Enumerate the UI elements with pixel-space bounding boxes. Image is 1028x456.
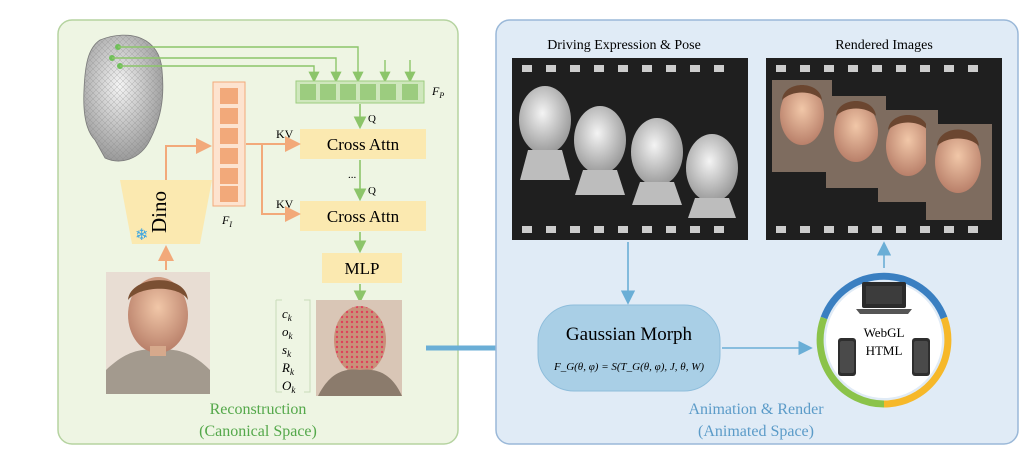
phone-icon <box>838 338 856 376</box>
fp-label: FP <box>431 84 444 100</box>
cross-attn-block-1: Cross Attn <box>300 129 426 159</box>
gaussian-morph-block: Gaussian Morph F_G(θ, φ) = S(T_G(θ, φ), … <box>537 304 721 392</box>
platform-label-webgl: WebGL <box>864 325 905 340</box>
point-feature-connections <box>112 46 416 83</box>
snowflake-icon: ❄ <box>135 227 148 244</box>
driving-title: Driving Expression & Pose <box>547 38 701 53</box>
morph-title: Gaussian Morph <box>566 324 693 345</box>
mlp-label: MLP <box>345 259 380 278</box>
animation-title: Animation & Render <box>688 401 824 418</box>
cross-attn-block-2: Cross Attn <box>300 201 426 231</box>
dino-to-fi-arrow <box>165 138 212 180</box>
dino-label: Dino <box>147 191 171 233</box>
attr-scale: sk <box>282 342 292 359</box>
reconstruction-title: Reconstruction <box>210 401 307 418</box>
reconstruction-subtitle: (Canonical Space) <box>199 423 317 440</box>
laptop-icon <box>856 282 912 314</box>
point-features-fp <box>295 80 425 104</box>
attr-rotation: Rk <box>281 360 295 377</box>
fi-label: FI <box>221 213 232 229</box>
image-features-fi <box>212 81 246 207</box>
rendered-heads <box>772 80 992 220</box>
ellipsis-label: ... <box>348 169 357 181</box>
kv-label-2: KV <box>276 197 294 211</box>
q-label-2: Q <box>368 185 376 197</box>
platform-ring <box>816 272 952 408</box>
kv-connections <box>246 136 301 222</box>
platform-label-html: HTML <box>866 343 903 358</box>
cross-attn-label-2: Cross Attn <box>327 207 400 226</box>
dino-encoder: Dino ❄ <box>120 180 212 244</box>
gaussian-attributes <box>275 299 311 393</box>
input-photo <box>106 272 210 394</box>
kv-label-1: KV <box>276 127 294 141</box>
q-label-1: Q <box>368 113 376 125</box>
animation-subtitle: (Animated Space) <box>698 423 814 440</box>
mlp-block: MLP <box>322 253 402 283</box>
phone-icon <box>912 338 930 376</box>
attr-opacity: ok <box>282 324 294 341</box>
rendered-title: Rendered Images <box>835 38 933 53</box>
attr-offset: Ok <box>282 378 296 395</box>
driving-heads <box>519 86 738 218</box>
attr-color: ck <box>282 306 293 323</box>
morph-formula: F_G(θ, φ) = S(T_G(θ, φ), J, θ, W) <box>553 361 704 373</box>
cross-attn-label-1: Cross Attn <box>327 135 400 154</box>
gaussian-head-image <box>316 300 402 396</box>
